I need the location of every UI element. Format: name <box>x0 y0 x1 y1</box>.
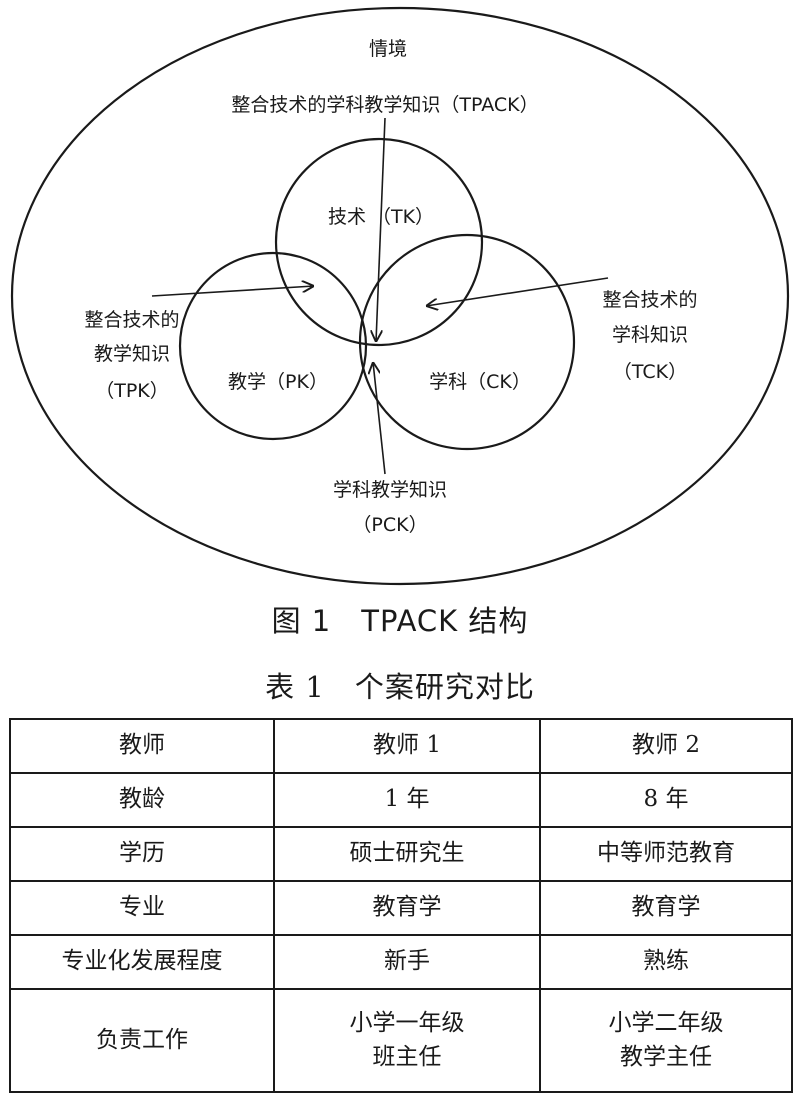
table-cell: 熟练 <box>539 934 793 990</box>
row-label-cell: 专业化发展程度 <box>9 934 275 990</box>
table-row: 负责工作小学一年级班主任小学二年级教学主任 <box>9 988 793 1093</box>
header-cell: 教师 2 <box>539 718 793 774</box>
cell-text: 新手 <box>384 948 430 975</box>
tpack-label: 整合技术的学科教学知识（TPACK） <box>231 94 538 116</box>
pck-label-line: 学科教学知识 <box>333 479 447 501</box>
pk-circle <box>178 251 368 441</box>
tck-label-line: （TCK） <box>613 361 687 383</box>
cell-text: 教学主任 <box>620 1043 712 1070</box>
tpack-diagram: 情境 整合技术的学科教学知识（TPACK） 技术 （TK） 教学（PK） 学科（… <box>10 6 790 586</box>
table-row: 学历 硕士研究生 中等师范教育 <box>9 826 793 882</box>
figure-caption: 图 1 TPACK 结构 <box>271 604 529 638</box>
cell-text: 负责工作 <box>96 1026 188 1053</box>
table-header-row: 教师 教师 1 教师 2 <box>9 718 793 774</box>
cell-text: 中等师范教育 <box>597 840 735 867</box>
table-cell: 1 年 <box>273 772 541 828</box>
cell-text: 专业 <box>119 894 165 921</box>
context-label: 情境 <box>369 38 407 60</box>
cell-text: 学历 <box>119 840 165 867</box>
header-cell: 教师 1 <box>273 718 541 774</box>
pck-arrow <box>373 362 386 475</box>
row-label-cell: 教龄 <box>9 772 275 828</box>
table-cell: 教育学 <box>539 880 793 936</box>
cell-text: 教龄 <box>119 786 165 813</box>
table-caption: 表 1 个案研究对比 <box>265 670 535 704</box>
context-ellipse <box>10 6 790 586</box>
cell-text: 熟练 <box>643 948 689 975</box>
tk-label: 技术 （TK） <box>328 206 434 228</box>
row-label-cell: 专业 <box>9 880 275 936</box>
cell-text: 教育学 <box>372 894 442 921</box>
cell-text: 小学一年级 <box>349 1010 465 1037</box>
table-row: 专业 教育学 教育学 <box>9 880 793 936</box>
tck-label-line: 学科知识 <box>612 324 688 346</box>
pck-label-line: （PCK） <box>352 514 427 536</box>
tck-label-line: 整合技术的 <box>602 289 697 311</box>
tpk-label-line: 整合技术的 <box>84 309 179 331</box>
table-row: 专业化发展程度 新手 熟练 <box>9 934 793 990</box>
pk-label: 教学（PK） <box>228 371 328 393</box>
cell-text: 教育学 <box>631 894 701 921</box>
cell-text: 小学二年级 <box>608 1010 724 1037</box>
table-cell: 小学一年级班主任 <box>273 988 541 1093</box>
table-cell: 小学二年级教学主任 <box>539 988 793 1093</box>
table-cell: 8 年 <box>539 772 793 828</box>
tpk-label-line: 教学知识 <box>94 343 170 365</box>
header-cell: 教师 <box>9 718 275 774</box>
tpack-arrow <box>376 117 386 342</box>
row-label-cell: 负责工作 <box>9 988 275 1093</box>
table-cell: 中等师范教育 <box>539 826 793 882</box>
ck-circle <box>358 233 576 451</box>
cell-text: 硕士研究生 <box>349 840 465 867</box>
table-cell: 新手 <box>273 934 541 990</box>
cell-text: 班主任 <box>372 1043 442 1070</box>
ck-label: 学科（CK） <box>429 371 531 393</box>
row-label-cell: 学历 <box>9 826 275 882</box>
cell-text: 8 年 <box>643 786 689 813</box>
table-row: 教龄 1 年 8 年 <box>9 772 793 828</box>
tck-arrow <box>426 277 609 306</box>
table-cell: 教育学 <box>273 880 541 936</box>
cell-text: 1 年 <box>384 786 430 813</box>
tk-circle <box>274 137 484 347</box>
tpk-label-line: （TPK） <box>95 380 169 402</box>
table-cell: 硕士研究生 <box>273 826 541 882</box>
cell-text: 专业化发展程度 <box>61 948 223 975</box>
tpk-arrow <box>151 286 314 297</box>
